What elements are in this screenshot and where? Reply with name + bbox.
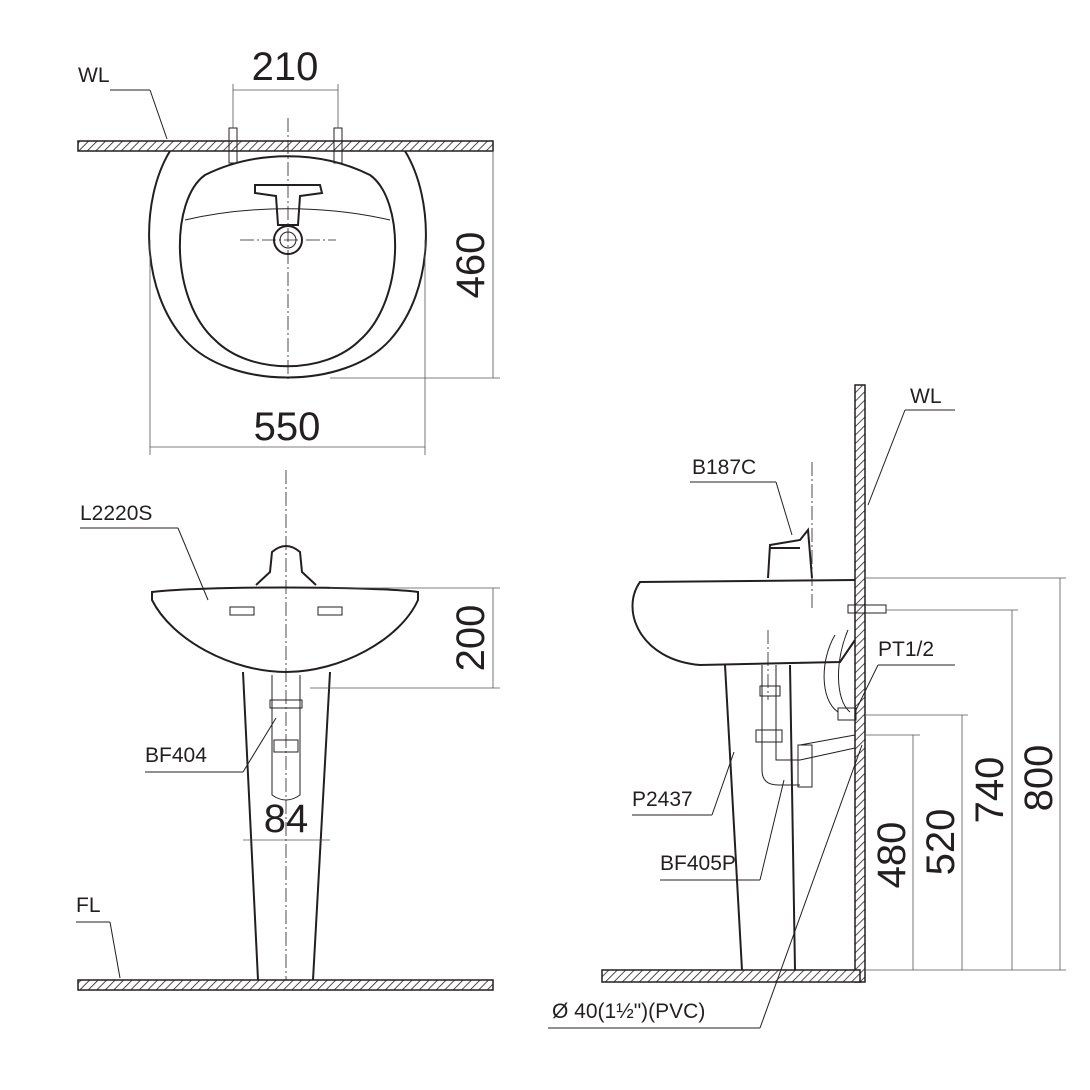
angle-valve xyxy=(837,707,857,721)
floor-hatch xyxy=(77,979,494,991)
overflow xyxy=(317,606,343,616)
supply-hose xyxy=(823,629,851,713)
top-view: WL 210 460 550 xyxy=(77,45,500,455)
side-wall-label: WL xyxy=(910,385,942,408)
dim-800: 800 xyxy=(1017,745,1061,812)
leader xyxy=(759,779,785,881)
dim-210: 210 xyxy=(252,45,319,89)
p-trap xyxy=(761,665,856,786)
leader xyxy=(177,527,209,601)
side-view: WL B187C PT1/2 P2437 BF405P Ø 40(1½")(PV… xyxy=(548,384,1066,1029)
drain-pipe xyxy=(271,675,301,801)
trap-nut xyxy=(755,729,783,743)
leader xyxy=(711,751,735,816)
dim-740: 740 xyxy=(968,757,1012,824)
floor-hatch xyxy=(601,969,861,983)
drain-model-label: BF404 xyxy=(145,744,207,767)
dim-84: 84 xyxy=(264,797,309,841)
wl-leader xyxy=(149,89,168,140)
leader xyxy=(759,744,863,1029)
dim-520: 520 xyxy=(919,809,963,876)
dim-550: 550 xyxy=(254,405,321,449)
leader xyxy=(854,664,879,713)
faucet-side xyxy=(767,527,813,579)
dim-480: 480 xyxy=(870,822,914,889)
leader xyxy=(867,409,906,506)
drain-nut xyxy=(273,739,299,753)
basin-front xyxy=(151,586,419,674)
pedestal-front xyxy=(242,671,331,981)
pedestal-model-label: P2437 xyxy=(632,788,693,811)
trap-nut xyxy=(797,744,813,788)
leader xyxy=(109,921,121,979)
basin-side xyxy=(631,579,856,667)
faucet-front xyxy=(255,545,317,586)
basin-model-label: L2220S xyxy=(80,502,152,525)
pedestal-side xyxy=(724,664,796,971)
front-view: 200 L2220S BF404 84 FL xyxy=(76,470,500,991)
wall-hatch xyxy=(854,384,866,983)
dim-200: 200 xyxy=(449,605,493,672)
overflow xyxy=(229,606,255,616)
wall-hatch xyxy=(77,140,494,152)
drain-nut xyxy=(269,699,303,709)
bowl-rim xyxy=(184,208,391,221)
wall-bolt xyxy=(847,604,887,614)
faucet-model-label: B187C xyxy=(692,456,756,479)
leader xyxy=(775,481,793,536)
pipe-label: Ø 40(1½")(PVC) xyxy=(552,1000,705,1023)
bowl-outline xyxy=(178,155,397,368)
faucet-top xyxy=(254,184,324,226)
leader xyxy=(242,717,277,773)
floor-label: FL xyxy=(76,894,101,917)
trap-model-label: BF405P xyxy=(660,852,736,875)
dim-460: 460 xyxy=(449,232,493,299)
wall-label: WL xyxy=(78,64,110,87)
trap-nut xyxy=(759,685,781,697)
supply-label: PT1/2 xyxy=(878,638,934,661)
